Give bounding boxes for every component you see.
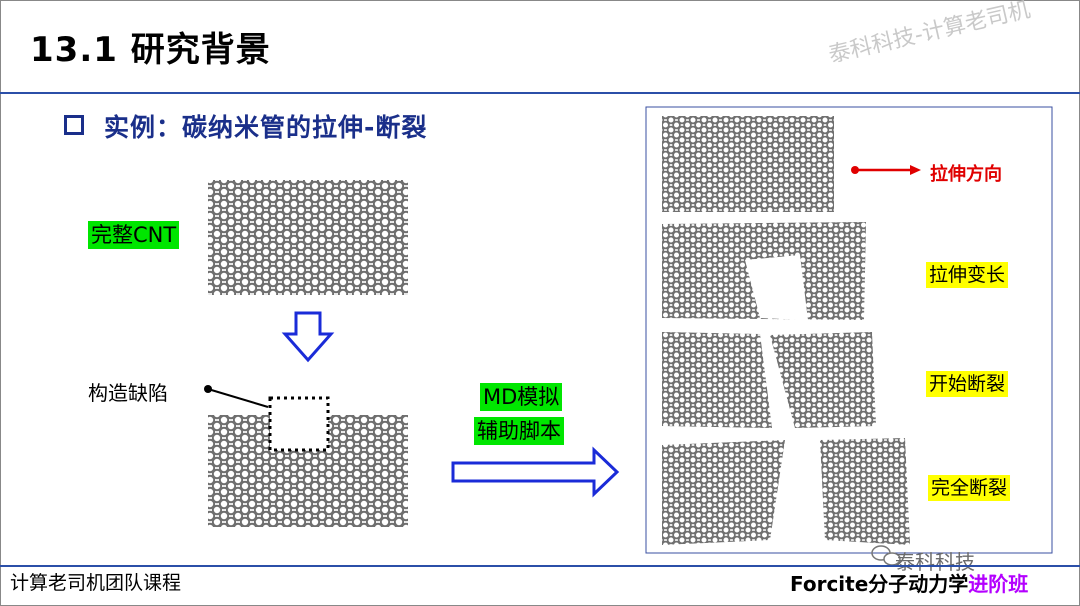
stretch-direction-label: 拉伸方向 (930, 164, 1002, 185)
stage-elongate-label: 拉伸变长 (926, 262, 1009, 288)
stage-start-fracture-label: 开始断裂 (926, 371, 1009, 397)
slide-subtitle: 实例：碳纳米管的拉伸-断裂 (104, 113, 428, 142)
build-defect-label: 构造缺陷 (88, 381, 168, 405)
bullet-square-icon (64, 115, 84, 135)
stage3-right-image (770, 332, 876, 428)
down-arrow-icon (281, 311, 335, 363)
complete-cnt-label: 完整CNT (88, 221, 180, 249)
stage2-gap (745, 255, 808, 320)
aux-script-label: 辅助脚本 (474, 417, 564, 445)
footer-course-highlight: 进阶班 (968, 572, 1029, 596)
stage-full-fracture-label: 完全断裂 (928, 475, 1011, 501)
wechat-icon (871, 545, 901, 566)
slide-title: 13.1 研究背景 (30, 30, 271, 70)
footer-course-level: Forcite分子动力学进阶班 (790, 568, 1028, 597)
complete-cnt-image (208, 180, 408, 295)
defect-gap (270, 402, 328, 450)
pointer-line (207, 388, 269, 408)
stage3-left-image (662, 332, 772, 428)
stage4-left-image (662, 440, 785, 545)
footer-course-name: 计算老司机团队课程 (10, 572, 182, 594)
stage4-right-image (820, 438, 910, 545)
md-simulation-label: MD模拟 (480, 383, 563, 411)
wechat-account-name: 泰科科技 (895, 550, 975, 574)
top-divider (0, 92, 1080, 94)
bottom-divider (0, 565, 1080, 567)
stage1-image (662, 116, 834, 212)
footer-course-main: Forcite分子动力学 (790, 572, 969, 596)
simulation-panel (645, 106, 1053, 554)
direction-arrowhead-icon (910, 165, 921, 175)
right-arrow-icon (451, 446, 620, 498)
defect-dashed-box (268, 396, 330, 452)
